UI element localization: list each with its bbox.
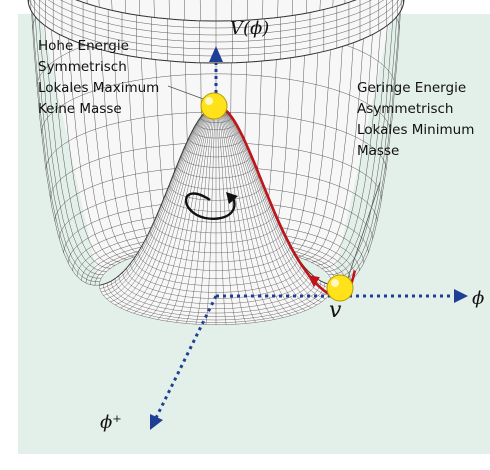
- high-energy-line: Hohe Energie: [38, 38, 129, 54]
- rim-back-meridian: [290, 0, 334, 255]
- local-maximum-line: Lokales Maximum: [38, 80, 160, 96]
- high-energy-leader-line: [167, 85, 207, 101]
- phi-plus-axis-label: ϕ⁺: [100, 412, 122, 433]
- rim-front-bottom-edge: [27, 0, 405, 64]
- peak-meridian: [205, 106, 217, 325]
- rim-back-meridian: [65, 0, 121, 263]
- top-ball-sphere-icon: [200, 92, 228, 120]
- peak-meridian: [215, 106, 329, 296]
- local-minimum-line: Lokales Minimum: [357, 122, 475, 138]
- peak-meridian: [148, 106, 217, 318]
- peak-meridian: [175, 106, 217, 323]
- peak-meridian: [157, 106, 217, 320]
- rim-back-meridian: [305, 0, 357, 260]
- vev-label: v: [329, 298, 342, 323]
- phi-axis-label: ϕ: [472, 288, 485, 309]
- phi-plus-axis: [154, 295, 218, 419]
- roll-down-arrowhead: [307, 275, 320, 288]
- peak-meridian: [103, 106, 217, 296]
- bottom-ball-highlight: [331, 279, 339, 287]
- diagram-overlay: [167, 85, 381, 302]
- peak-meridian: [215, 106, 326, 299]
- peak-meridian: [215, 106, 227, 325]
- peak-meridian: [215, 106, 237, 325]
- peak-meridian: [215, 106, 317, 306]
- peak-edge-left: [99, 106, 217, 286]
- rim-back-meridian: [98, 0, 142, 255]
- rim-back-meridian: [49, 0, 111, 269]
- rim-back-meridian: [321, 0, 383, 269]
- peak-meridian: [215, 106, 299, 314]
- rim-back-meridian: [34, 0, 102, 279]
- high-energy-label: Hohe Energie Symmetrisch Lokales Maximum…: [38, 36, 159, 120]
- rim-back-meridian: [86, 0, 134, 258]
- peak-meridian: [215, 106, 257, 323]
- peak-meridian: [166, 106, 217, 322]
- rim-back-meridian: [328, 0, 395, 276]
- phi-axis-arrowhead: [454, 289, 468, 303]
- peak-meridian: [215, 106, 306, 311]
- peak-meridian: [101, 106, 217, 293]
- peak-meridian: [110, 106, 217, 303]
- low-energy-line: Geringe Energie: [357, 80, 467, 96]
- peak-meridian: [133, 106, 217, 314]
- low-energy-label: Geringe Energie Asymmetrisch Lokales Min…: [357, 78, 474, 162]
- peak-meridian: [215, 106, 266, 322]
- peak-meridian: [195, 106, 217, 325]
- rim-back-meridian: [30, 0, 100, 286]
- rim-front-edge: [75, 0, 357, 22]
- top-ball-highlight: [205, 97, 213, 105]
- no-mass-line: Keine Masse: [38, 101, 122, 117]
- peak-meridian: [215, 106, 322, 303]
- peak-meridian: [126, 106, 217, 311]
- rim-back-meridian: [298, 0, 346, 258]
- circular-arrow-head: [226, 192, 238, 204]
- v-axis-label: V(ϕ): [230, 18, 270, 39]
- peak-meridian: [106, 106, 217, 299]
- rim-back-meridian: [316, 0, 375, 266]
- rim-back-meridian: [325, 0, 390, 272]
- peak-meridian: [215, 106, 292, 316]
- peak-meridian: [120, 106, 217, 309]
- symmetric-line: Symmetrisch: [38, 59, 127, 75]
- mass-line: Masse: [357, 143, 400, 159]
- rim-back-meridian: [311, 0, 367, 263]
- peak-meridian: [215, 106, 247, 324]
- peak-meridian: [215, 106, 284, 318]
- rim-back-meridian: [31, 0, 100, 282]
- rim-back-meridian: [75, 0, 127, 260]
- peak-meridian: [215, 106, 275, 320]
- phi-plus-axis-arrowhead: [150, 414, 163, 430]
- asymmetric-line: Asymmetrisch: [357, 101, 454, 117]
- low-energy-leader-line: [347, 181, 381, 279]
- peak-meridian: [115, 106, 217, 306]
- peak-meridian: [185, 106, 217, 324]
- sombrero-peak: [99, 106, 333, 326]
- circular-arrow-icon: [184, 192, 236, 220]
- rim-back-meridian: [42, 0, 107, 272]
- rim-back-meridian: [37, 0, 104, 276]
- v-axis-arrowhead: [209, 46, 223, 62]
- peak-meridian: [140, 106, 217, 316]
- rim-back-meridian: [57, 0, 116, 266]
